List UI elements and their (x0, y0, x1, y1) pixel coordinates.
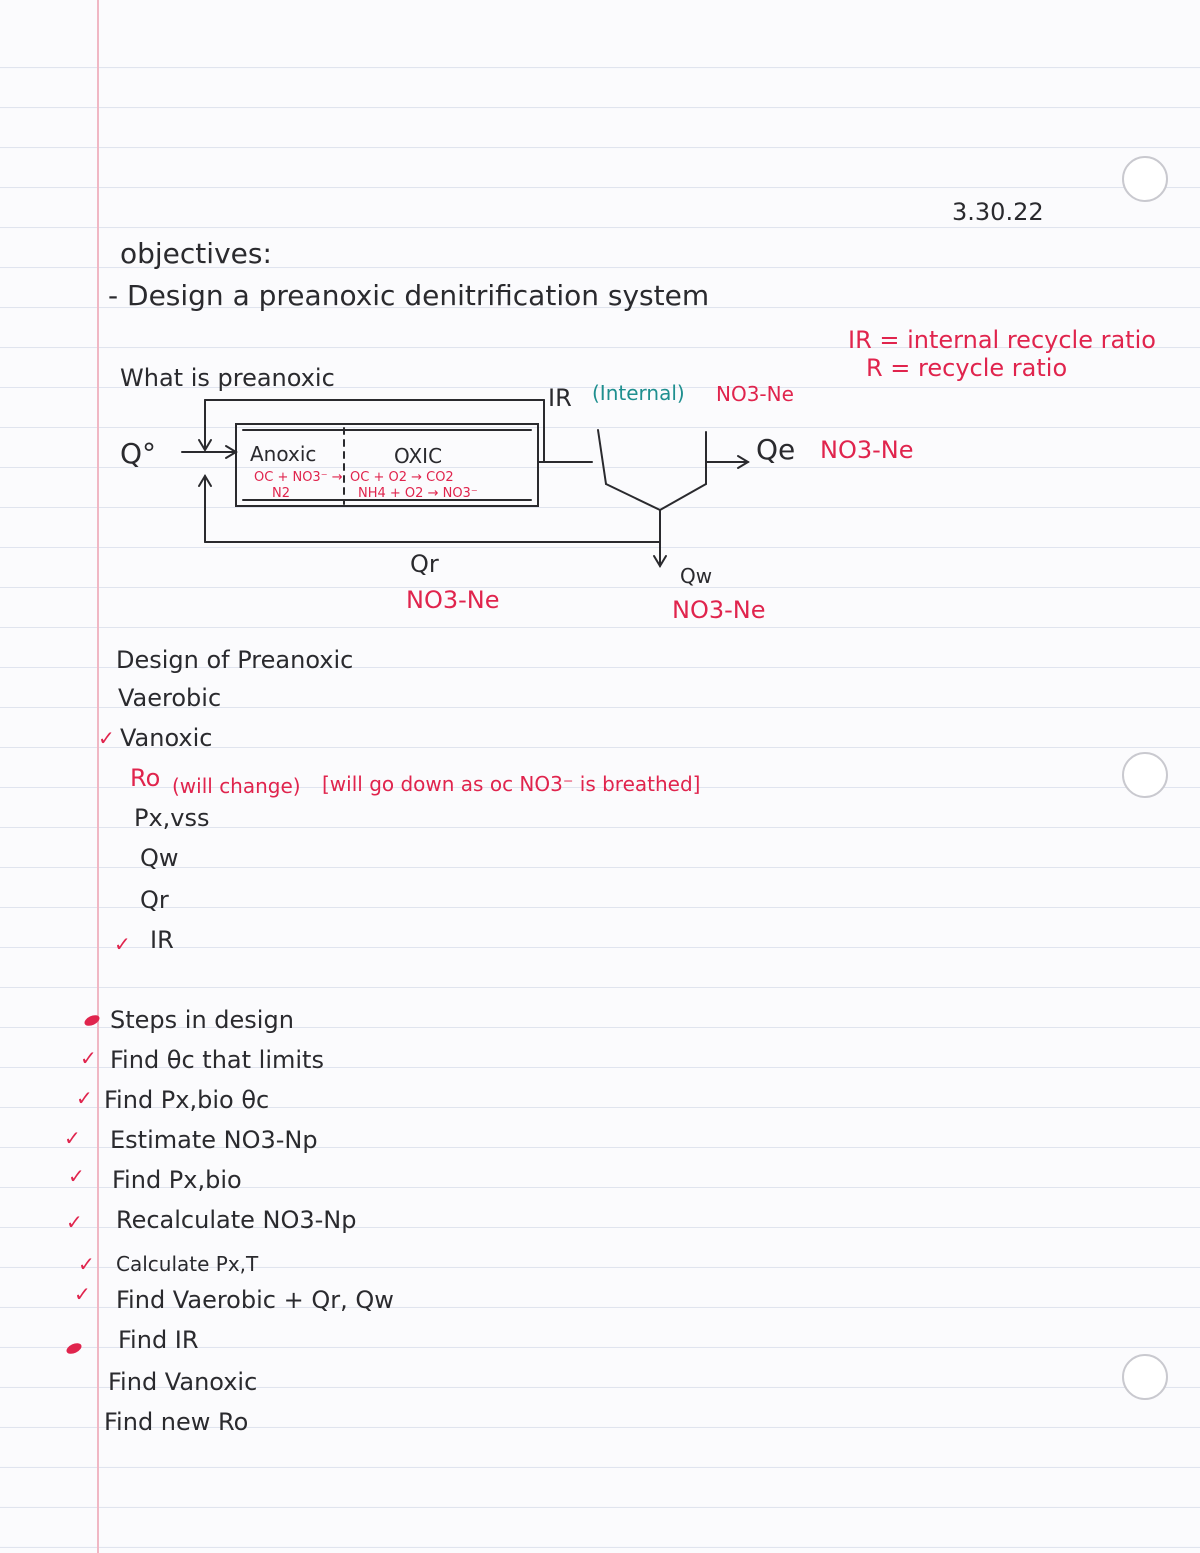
arrow-head (198, 439, 212, 452)
design-item: Vaerobic (118, 684, 222, 712)
objectives-heading: objectives: (120, 237, 272, 270)
effluent-flow-label: Qe (756, 433, 796, 466)
step-item: Find Vanoxic (108, 1368, 258, 1396)
internal-label: (Internal) (592, 381, 685, 405)
margin-line (97, 0, 99, 1553)
step-item: Recalculate NO3-Np (116, 1206, 357, 1234)
definition-ir: IR = internal recycle ratio (848, 326, 1156, 354)
binder-hole (1122, 156, 1168, 202)
checkmark-icon: ✓ (114, 932, 131, 956)
anoxic-reaction-1: OC + NO3⁻ → (254, 470, 343, 485)
design-item: Qr (140, 886, 169, 914)
anoxic-reaction-2: N2 (272, 486, 290, 501)
oxic-zone-label: OXIC (394, 444, 443, 468)
oxic-reaction-2: NH4 + O2 → NO3⁻ (358, 486, 478, 501)
checkmark-icon: ✓ (78, 1252, 95, 1276)
checkmark-icon: ✓ (66, 1210, 83, 1234)
checkmark-icon: ✓ (74, 1282, 91, 1306)
checkmark-icon: ✓ (80, 1046, 97, 1070)
step-item: Find IR (118, 1326, 199, 1354)
design-item: Px,vss (134, 804, 210, 832)
step-item: Find Vaerobic + Qr, Qw (116, 1286, 394, 1314)
return-flow-label: Qr (410, 550, 439, 578)
design-item-ro: Ro (130, 764, 161, 792)
design-heading: Design of Preanoxic (116, 646, 354, 674)
oxic-reaction-1: OC + O2 → CO2 (350, 470, 454, 485)
step-item: Find Px,bio θc (104, 1086, 270, 1114)
step-item: Find θc that limits (110, 1046, 324, 1074)
clarifier (597, 429, 607, 485)
checkmark-icon: ✓ (76, 1086, 93, 1110)
checkmark-icon: ✓ (64, 1126, 81, 1150)
binder-hole (1122, 1354, 1168, 1400)
influent-flow-label: Q° (120, 437, 157, 470)
anoxic-zone-label: Anoxic (250, 442, 317, 466)
binder-hole (1122, 752, 1168, 798)
objective-item: - Design a preanoxic denitrification sys… (108, 279, 710, 312)
effluent-nitrate-label: NO3-Ne (820, 436, 914, 464)
ro-bracket-note: [will go down as oc NO3⁻ is breathed] (322, 772, 701, 796)
step-item: Estimate NO3-Np (110, 1126, 318, 1154)
design-item: Qw (140, 844, 179, 872)
step-item: Calculate Px,T (116, 1252, 259, 1276)
ir-nitrate-label: NO3-Ne (716, 382, 794, 406)
step-item: Find new Ro (104, 1408, 249, 1436)
step-item: Find Px,bio (112, 1166, 242, 1194)
checkmark-icon: ✓ (98, 726, 115, 750)
date: 3.30.22 (952, 198, 1044, 226)
waste-nitrate-label: NO3-Ne (672, 596, 766, 624)
waste-flow-label: Qw (680, 564, 713, 588)
ro-note: (will change) (172, 774, 301, 798)
design-item: IR (150, 926, 174, 954)
ir-label: IR (548, 384, 572, 412)
definition-r: R = recycle ratio (866, 354, 1068, 382)
reactor-box (235, 423, 539, 507)
return-nitrate-label: NO3-Ne (406, 586, 500, 614)
design-item: Vanoxic (120, 724, 213, 752)
question: What is preanoxic (120, 364, 335, 392)
steps-heading: Steps in design (110, 1006, 294, 1034)
checkmark-icon: ✓ (68, 1164, 85, 1188)
